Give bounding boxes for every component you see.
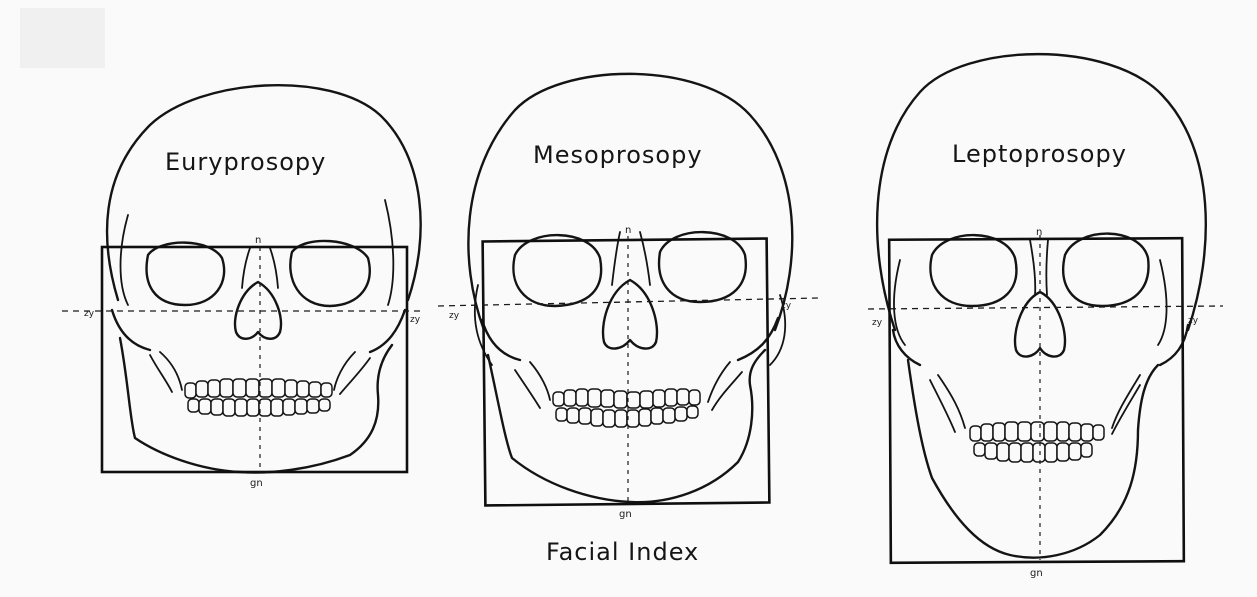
nasal-bones [1030,240,1048,295]
landmark-zygion-left: zy [449,311,460,321]
teeth-upper [553,389,700,408]
bizygomatic-line [868,306,1223,309]
panel-leptoprosopy: Leptoprosopy n gn zy zy [868,54,1223,579]
landmark-zygion-right: zy [1188,316,1199,326]
landmark-gnathion: gn [250,478,263,489]
landmark-gnathion: gn [619,509,632,520]
temporal-line-left [894,260,905,345]
facial-frame [483,239,770,506]
landmark-gnathion: gn [1030,568,1043,579]
maxilla-outline [938,375,1140,428]
teeth-lower [974,443,1092,462]
panel-title: Euryprosopy [165,148,326,176]
orbit-right [1063,234,1148,306]
cranium-outline [468,74,792,330]
temporal-line-right [1158,260,1167,345]
orbit-right [290,241,369,306]
orbit-left [147,243,225,305]
landmark-zygion-left: zy [84,309,95,319]
scan-smudge [20,8,105,68]
figure-caption: Facial Index [546,538,699,566]
teeth-lower [188,399,330,416]
teeth-upper [185,379,332,398]
orbit-left [930,235,1016,306]
temporal-line-right [385,200,393,305]
panel-title: Mesoprosopy [533,141,703,169]
landmark-zygion-left: zy [872,318,883,328]
nasal-aperture [603,280,657,349]
panel-title: Leptoprosopy [952,140,1127,168]
temporal-line-left [121,215,129,305]
landmark-nasion: n [255,235,261,246]
teeth-upper [970,422,1104,441]
teeth-lower [556,406,698,427]
landmark-nasion: n [625,225,631,236]
panel-euryprosopy: Euryprosopy n gn zy zy [62,85,421,489]
landmark-zygion-right: zy [410,315,421,325]
orbit-left [513,235,601,306]
landmark-zygion-right: zy [781,301,792,311]
facial-frame [889,238,1184,563]
cranium-outline [107,85,421,300]
panel-mesoprosopy: Mesoprosopy n gn zy zy [438,74,818,520]
landmark-nasion: n [1036,227,1042,238]
orbit-right [659,232,746,302]
cranium-outline [877,54,1206,330]
